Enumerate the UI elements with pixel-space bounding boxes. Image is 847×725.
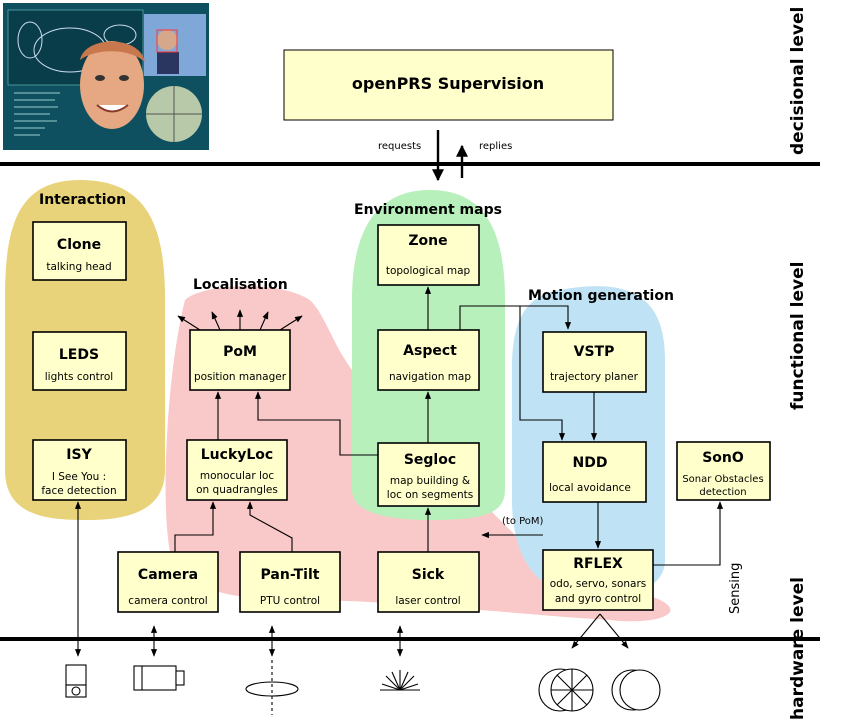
isy-title: ISY — [66, 447, 92, 463]
to-pom-label: (to PoM) — [502, 516, 544, 527]
camera-subtitle: camera control — [128, 595, 207, 607]
aspect-subtitle: navigation map — [389, 371, 471, 383]
supervision-title: openPRS Supervision — [352, 74, 544, 93]
wheels-icon — [611, 669, 661, 711]
localisation-group-label: Localisation — [193, 277, 288, 293]
connection-arrows — [74, 286, 724, 657]
sick-title: Sick — [412, 567, 445, 583]
zone-module: Zone topological map — [377, 224, 480, 286]
aspect-module: Aspect navigation map — [377, 329, 480, 391]
pantilt-subtitle: PTU control — [260, 595, 320, 607]
interface-screenshot — [3, 3, 209, 150]
vstp-subtitle: trajectory planer — [550, 371, 639, 383]
clone-module: Clone talking head — [32, 221, 127, 281]
wheel-sonar-icon — [538, 668, 594, 712]
leds-module: LEDS lights control — [32, 331, 127, 391]
hardware-level-label: hardware level — [788, 577, 808, 720]
clone-face-icon — [80, 41, 144, 129]
leds-title: LEDS — [59, 347, 99, 363]
sono-title: SonO — [702, 450, 744, 466]
openprs-supervision-box — [283, 49, 614, 121]
camera-module: Camera camera control — [117, 551, 219, 613]
replies-label: replies — [479, 141, 512, 152]
segloc-title: Segloc — [404, 452, 456, 468]
clone-title: Clone — [57, 237, 101, 253]
pom-module: PoM position manager — [189, 329, 291, 391]
luckyloc-module: LuckyLoc monocular loc on quadrangles — [186, 439, 288, 501]
sensing-label: Sensing — [728, 563, 743, 614]
aspect-title: Aspect — [403, 343, 457, 359]
luckyloc-subtitle-1: monocular loc — [200, 470, 275, 482]
segloc-subtitle-2: loc on segments — [387, 489, 473, 501]
isy-subtitle-1: I See You : — [52, 471, 106, 483]
camera-device-icon — [133, 665, 185, 691]
environment-group-label: Environment maps — [354, 202, 502, 218]
segloc-module: Segloc map building & loc on segments — [377, 442, 480, 507]
rflex-title: RFLEX — [573, 556, 623, 572]
rflex-subtitle-2: and gyro control — [555, 593, 641, 605]
laser-sensor-icon — [380, 670, 420, 691]
luckyloc-title: LuckyLoc — [201, 447, 273, 463]
zone-subtitle: topological map — [386, 265, 471, 277]
pom-title: PoM — [223, 344, 257, 360]
sono-module: SonO Sonar Obstacles detection — [676, 441, 771, 501]
ndd-title: NDD — [573, 455, 608, 471]
pantilt-module: Pan-Tilt PTU control — [239, 551, 341, 613]
vstp-module: VSTP trajectory planer — [542, 331, 647, 393]
sick-subtitle: laser control — [395, 595, 460, 607]
sick-module: Sick laser control — [377, 551, 480, 613]
segloc-subtitle-1: map building & — [390, 475, 470, 487]
rflex-subtitle-1: odo, servo, sonars — [550, 578, 647, 590]
vstp-title: VSTP — [574, 344, 615, 360]
ndd-module: NDD local avoidance — [542, 441, 647, 503]
sono-subtitle-2: detection — [699, 487, 746, 498]
decisional-functional-separator — [0, 162, 820, 166]
pan-tilt-device-icon — [245, 660, 299, 715]
ndd-subtitle: local avoidance — [549, 482, 631, 494]
functional-level-label: functional level — [788, 262, 808, 410]
zone-title: Zone — [408, 233, 447, 249]
decisional-level-label: decisional level — [788, 7, 808, 155]
requests-label: requests — [378, 141, 421, 152]
clone-subtitle: talking head — [46, 261, 111, 273]
pom-subtitle: position manager — [194, 371, 287, 383]
rflex-module: RFLEX odo, servo, sonars and gyro contro… — [542, 549, 654, 611]
camera-title: Camera — [138, 567, 198, 583]
pantilt-title: Pan-Tilt — [261, 567, 320, 583]
motion-group-label: Motion generation — [528, 288, 674, 304]
sono-subtitle-1: Sonar Obstacles — [682, 474, 763, 485]
isy-module: ISY I See You : face detection — [32, 439, 127, 501]
isy-subtitle-2: face detection — [41, 485, 116, 497]
interaction-group-label: Interaction — [39, 192, 126, 208]
leds-subtitle: lights control — [45, 371, 113, 383]
functional-hardware-separator — [0, 637, 820, 641]
webcam-icon — [65, 664, 87, 698]
luckyloc-subtitle-2: on quadrangles — [196, 484, 278, 496]
